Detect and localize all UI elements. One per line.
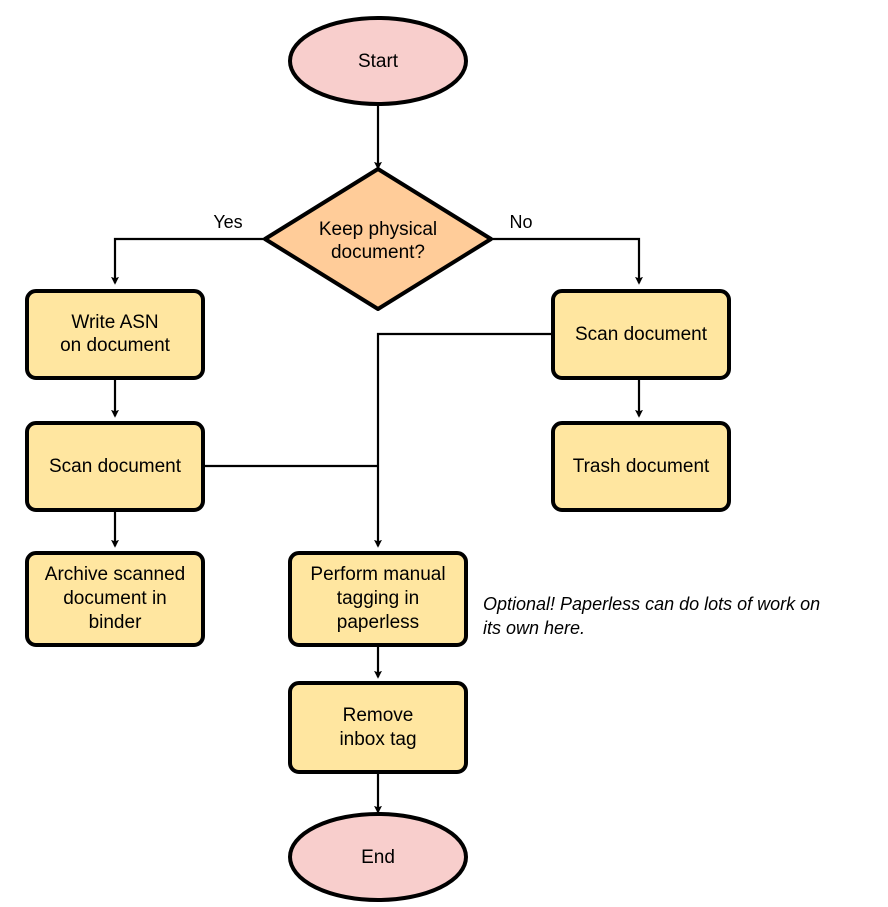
remove-inbox-tag-label-line2: inbox tag [339, 729, 416, 750]
annotation-line2: its own here. [483, 618, 585, 638]
archive-label-line1: Archive scanned [45, 564, 185, 585]
node-perform-manual-tagging[interactable]: Perform manual tagging in paperless [288, 551, 468, 647]
start-label: Start [358, 51, 399, 72]
tagging-label-line2: tagging in [337, 588, 419, 609]
edge-label-no: No [509, 212, 532, 232]
archive-label-line3: binder [89, 612, 142, 633]
node-archive-scanned-document[interactable]: Archive scanned document in binder [25, 551, 205, 647]
tagging-label-line3: paperless [337, 612, 419, 633]
archive-box [25, 551, 205, 647]
tagging-box [288, 551, 468, 647]
remove-inbox-tag-label-line1: Remove [343, 705, 414, 726]
node-start[interactable]: Start [288, 16, 468, 106]
edge-decision-no-to-scan-right [491, 237, 643, 285]
start-ellipse [288, 16, 468, 106]
edge-decision-yes-to-write-asn [111, 237, 265, 285]
node-write-asn-on-document[interactable]: Write ASN on document [25, 289, 205, 380]
scan-document-right-box [551, 289, 731, 380]
decision-label-line2: document? [331, 242, 425, 263]
node-trash-document[interactable]: Trash document [551, 421, 731, 512]
node-end[interactable]: End [288, 812, 468, 902]
decision-diamond [263, 167, 493, 311]
edge-label-yes: Yes [213, 212, 242, 232]
scan-document-left-label: Scan document [49, 456, 182, 477]
archive-label-line2: document in [63, 588, 167, 609]
trash-document-box [551, 421, 731, 512]
scan-document-right-label: Scan document [575, 324, 708, 345]
annotation-line1: Optional! Paperless can do lots of work … [483, 594, 820, 614]
node-decision-keep-physical-document[interactable]: Keep physical document? [263, 167, 493, 311]
end-label: End [361, 847, 395, 868]
tagging-label-line1: Perform manual [310, 564, 445, 585]
write-asn-label-line2: on document [60, 335, 171, 356]
trash-document-label: Trash document [573, 456, 710, 477]
edge-scan-right-to-tagging [374, 332, 553, 548]
node-remove-inbox-tag[interactable]: Remove inbox tag [288, 681, 468, 774]
node-scan-document-right[interactable]: Scan document [551, 289, 731, 380]
end-ellipse [288, 812, 468, 902]
decision-label-line1: Keep physical [319, 219, 437, 240]
annotation-note: Optional! Paperless can do lots of work … [483, 594, 820, 638]
write-asn-label-line1: Write ASN [71, 312, 158, 333]
remove-inbox-tag-box [288, 681, 468, 774]
node-scan-document-left[interactable]: Scan document [25, 421, 205, 512]
scan-document-left-box [25, 421, 205, 512]
write-asn-box [25, 289, 205, 380]
